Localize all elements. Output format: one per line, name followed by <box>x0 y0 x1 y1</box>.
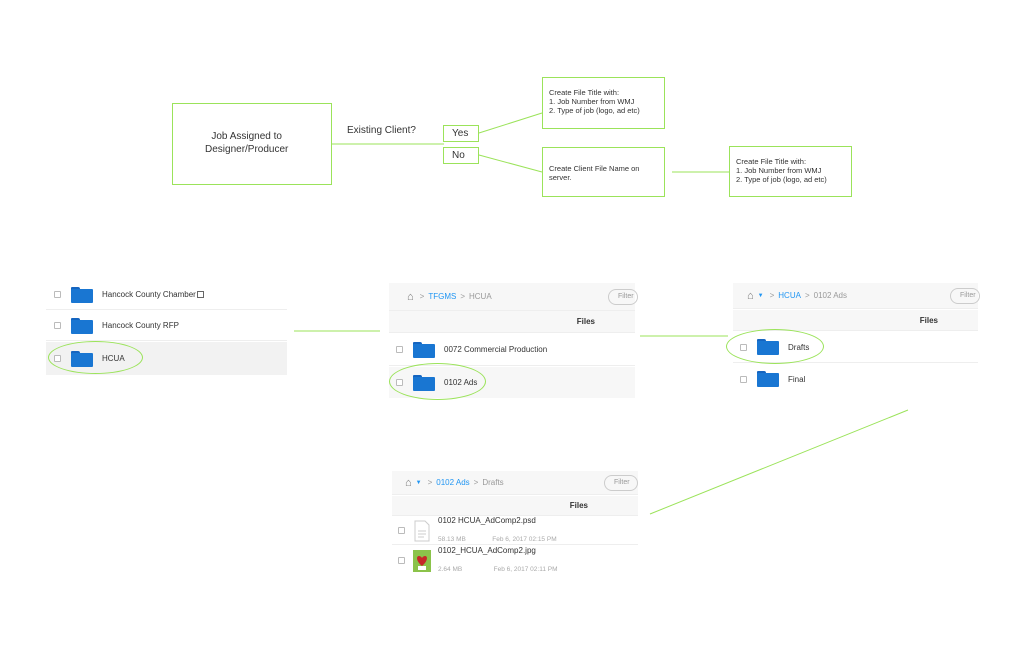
folder-icon <box>71 286 93 303</box>
highlight-oval <box>726 329 824 364</box>
files-header: Files <box>733 310 978 331</box>
breadcrumb-current: 0102 Ads <box>813 291 847 300</box>
yes-result-line: Create File Title with: <box>549 88 620 97</box>
breadcrumb-link[interactable]: 0102 Ads <box>436 478 470 487</box>
folder-name: Final <box>788 374 806 384</box>
files-header: Files <box>392 496 638 516</box>
filter-input[interactable]: Filter <box>604 475 638 491</box>
row-checkbox[interactable] <box>398 527 405 534</box>
breadcrumb: ⌂ ▼ > HCUA > 0102 Ads <box>733 283 978 309</box>
file-size: 58.13 MB <box>438 535 466 543</box>
files-column-header: Files <box>569 501 588 510</box>
folder-row[interactable]: 0072 Commercial Production <box>389 334 635 366</box>
no-result-box: Create Client File Name on server. <box>542 147 665 197</box>
final-result-line: Create File Title with: <box>736 157 807 166</box>
folder-row[interactable]: Hancock County Chamber <box>46 280 287 310</box>
existing-client-question: Existing Client? <box>347 125 416 136</box>
file-row[interactable]: 0102 HCUA_AdComp2.psd 58.13 MB Feb 6, 20… <box>392 515 638 545</box>
folder-name: 0072 Commercial Production <box>444 345 548 354</box>
row-checkbox[interactable] <box>740 375 747 383</box>
row-checkbox[interactable] <box>396 346 403 353</box>
filter-input[interactable]: Filter <box>608 289 638 305</box>
breadcrumb-current: Drafts <box>482 478 504 487</box>
folder-icon <box>413 341 435 358</box>
no-result-line: server. <box>549 173 572 182</box>
folder-browser-0102-ads: ⌂ ▼ > HCUA > 0102 Ads Filter Files Draft… <box>733 283 980 394</box>
folder-row[interactable]: Hancock County RFP <box>46 311 287 341</box>
breadcrumb-link[interactable]: TFGMS <box>428 292 457 301</box>
chevron-down-icon[interactable]: ▼ <box>415 479 422 486</box>
final-result-line: 2. Type of job (logo, ad etc) <box>736 175 827 184</box>
job-assigned-text: Job Assigned to Designer/Producer <box>205 131 289 155</box>
highlight-oval <box>389 363 486 400</box>
yes-result-box: Create File Title with: 1. Job Number fr… <box>542 77 665 129</box>
row-checkbox[interactable] <box>54 322 61 329</box>
no-box: No <box>443 147 479 164</box>
folder-browser-drafts: ⌂ ▼ > 0102 Ads > Drafts Filter Files 010… <box>392 471 638 575</box>
file-name: 0102 HCUA_AdComp2.psd <box>438 515 536 525</box>
breadcrumb: ⌂ > TFGMS > HCUA <box>389 283 635 311</box>
checkbox-glyph <box>196 291 204 298</box>
final-result-line: 1. Job Number from WMJ <box>736 166 822 175</box>
document-icon <box>414 520 430 541</box>
file-date: Feb 6, 2017 02:11 PM <box>493 565 558 573</box>
folder-browser-hcua: ⌂ > TFGMS > HCUA Filter Files 0072 Comme… <box>389 283 638 398</box>
home-icon[interactable]: ⌂ <box>747 289 754 302</box>
highlight-oval <box>48 341 143 374</box>
yes-result-line: 1. Job Number from WMJ <box>549 97 635 106</box>
files-column-header: Files <box>576 317 595 326</box>
row-checkbox[interactable] <box>398 557 405 564</box>
final-result-box: Create File Title with: 1. Job Number fr… <box>729 146 852 197</box>
breadcrumb-link[interactable]: HCUA <box>778 291 801 300</box>
image-thumbnail-icon <box>413 549 431 572</box>
folder-name: Hancock County RFP <box>102 321 179 330</box>
file-date: Feb 6, 2017 02:15 PM <box>492 535 557 543</box>
yes-result-line: 2. Type of job (logo, ad etc) <box>549 106 640 115</box>
home-icon[interactable]: ⌂ <box>407 290 414 303</box>
chevron-down-icon[interactable]: ▼ <box>757 292 764 299</box>
folder-row[interactable]: Final <box>733 364 978 394</box>
files-column-header: Files <box>919 315 938 325</box>
home-icon[interactable]: ⌂ <box>405 476 412 489</box>
folder-name: Hancock County Chamber <box>102 290 196 299</box>
file-name: 0102_HCUA_AdComp2.jpg <box>438 545 536 555</box>
yes-box: Yes <box>443 125 479 142</box>
yes-label: Yes <box>452 128 469 139</box>
no-label: No <box>452 150 465 161</box>
file-row[interactable]: 0102_HCUA_AdComp2.jpg 2.64 MB Feb 6, 201… <box>392 546 638 575</box>
folder-icon <box>71 317 93 334</box>
breadcrumb: ⌂ ▼ > 0102 Ads > Drafts <box>392 471 638 495</box>
breadcrumb-current: HCUA <box>469 292 492 301</box>
no-result-line: Create Client File Name on <box>549 164 640 173</box>
filter-input[interactable]: Filter <box>950 288 980 304</box>
folder-icon <box>757 371 779 387</box>
files-header: Files <box>389 311 635 333</box>
file-size: 2.64 MB <box>438 565 463 573</box>
row-checkbox[interactable] <box>54 291 61 298</box>
job-assigned-box: Job Assigned to Designer/Producer <box>172 103 332 185</box>
